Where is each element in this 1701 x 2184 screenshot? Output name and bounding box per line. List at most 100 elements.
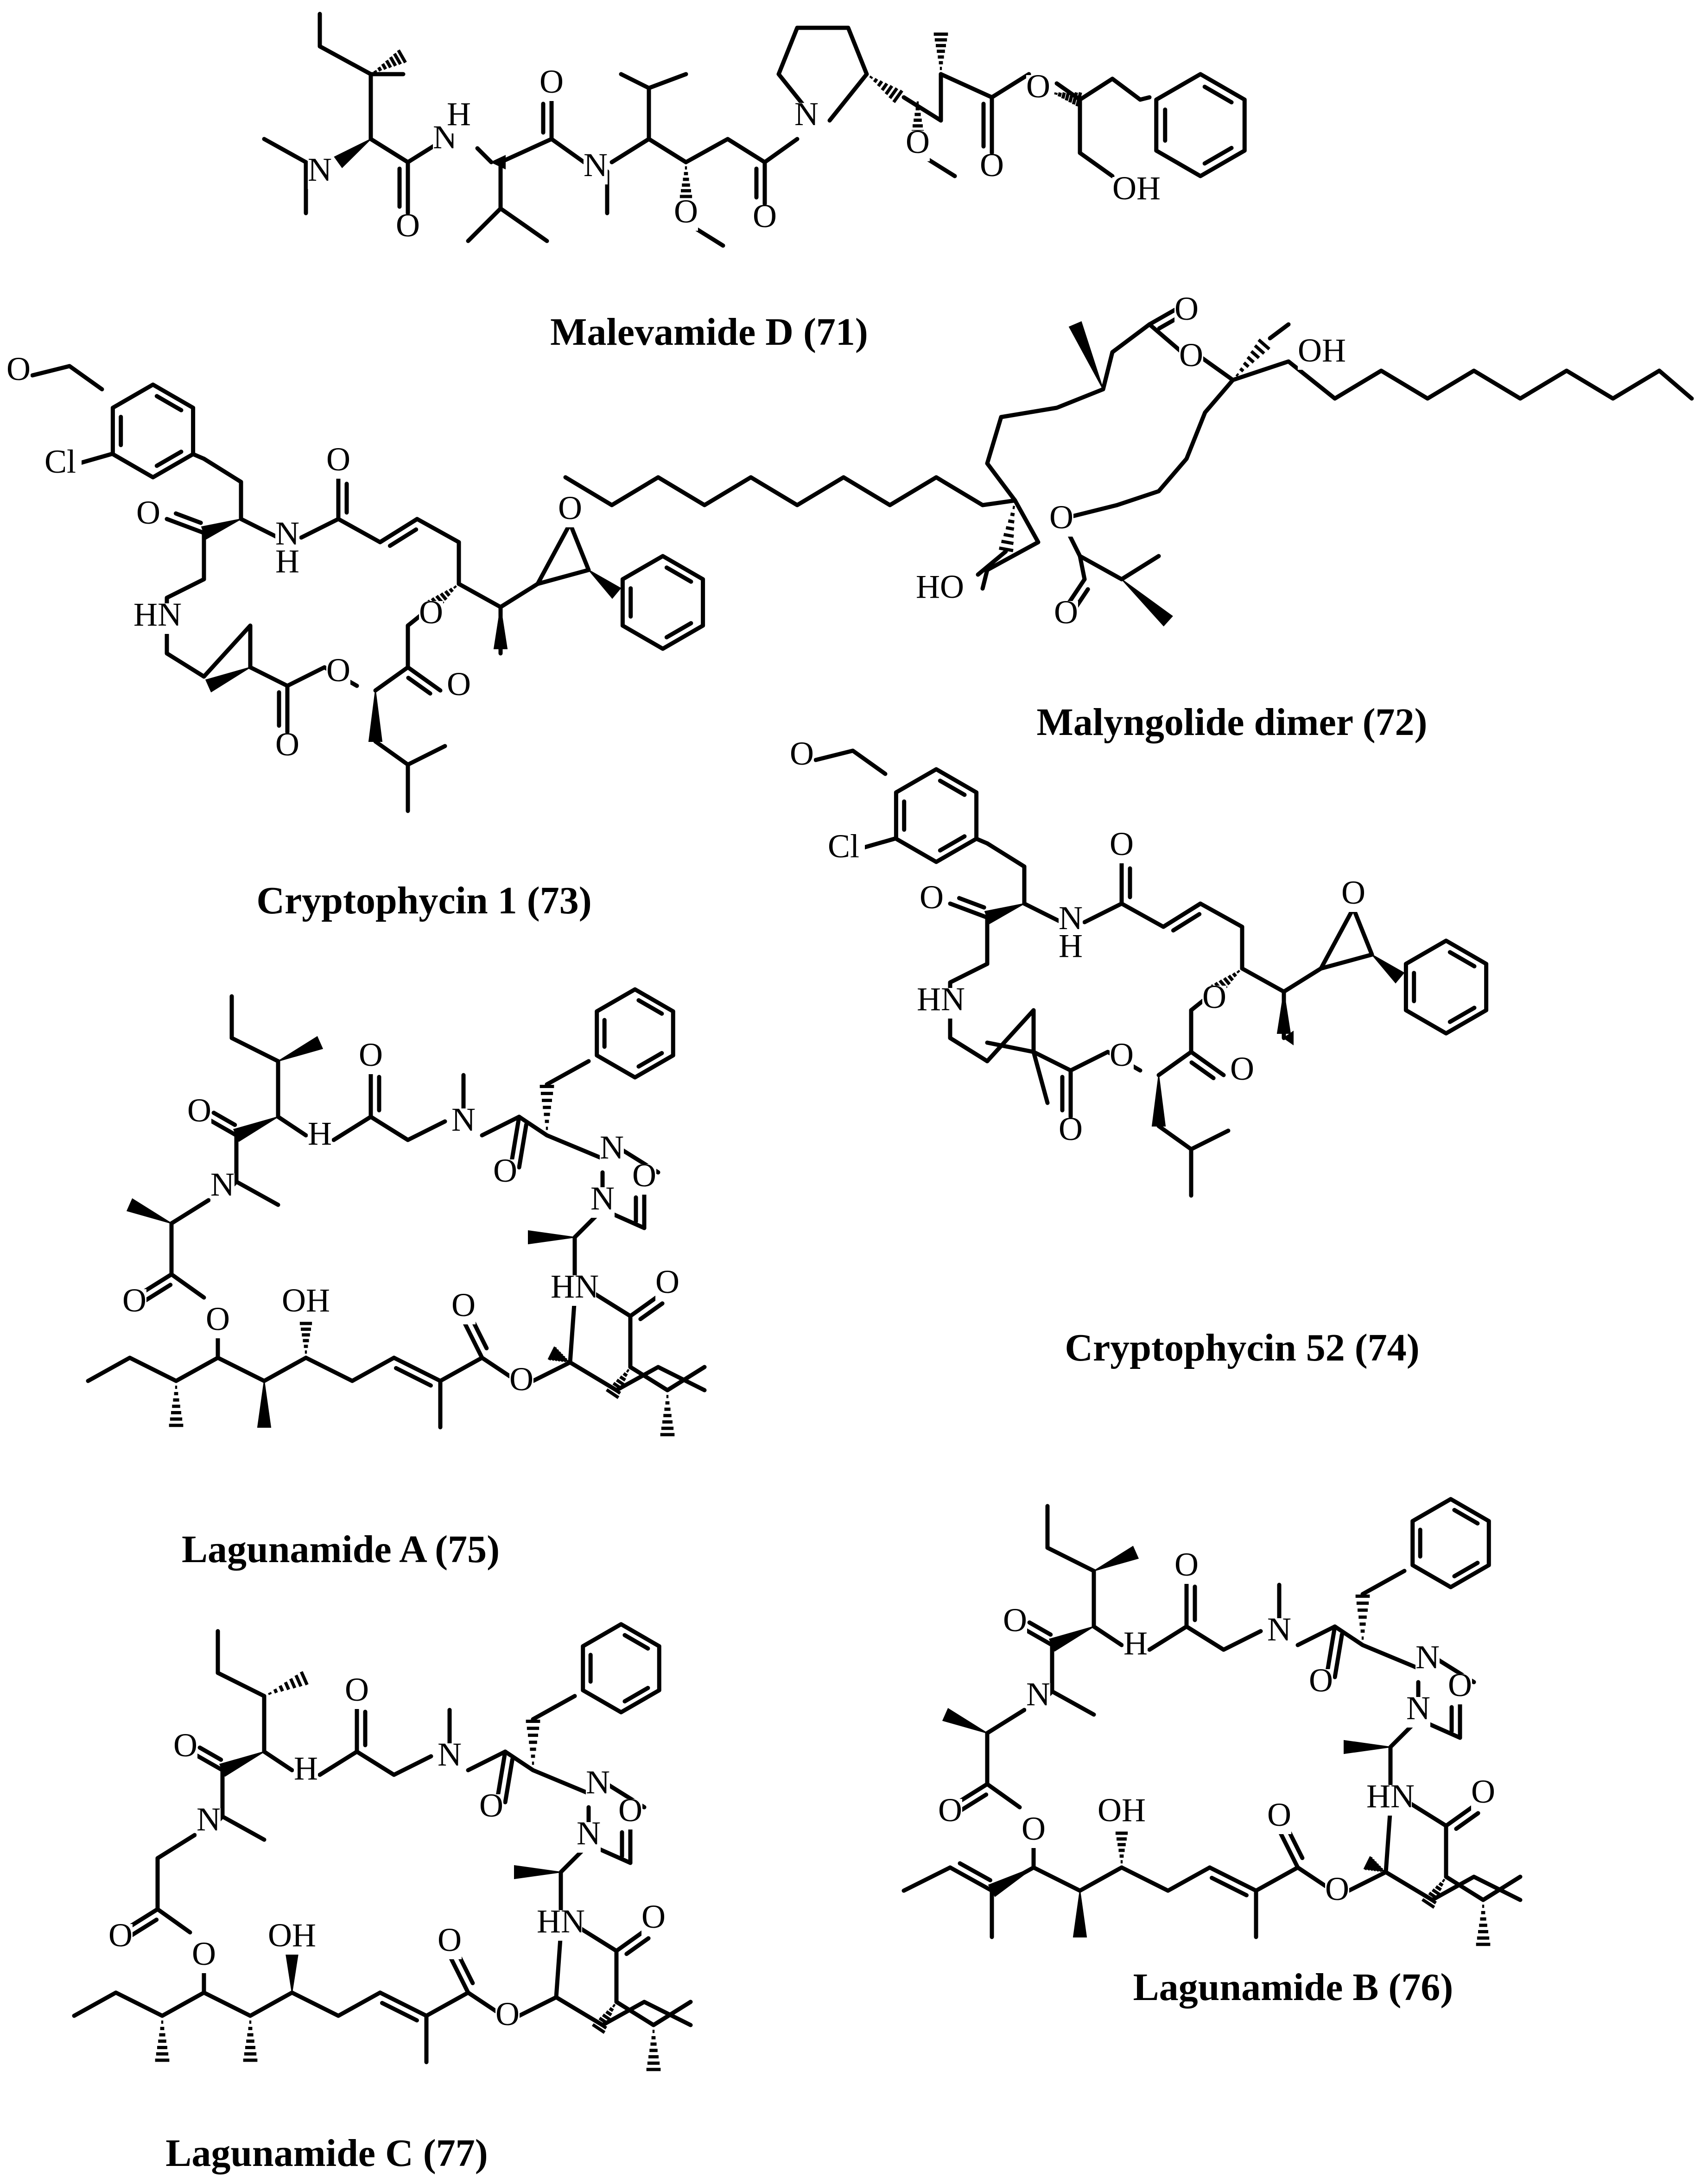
atom-label: O xyxy=(1174,290,1199,327)
atom-label: O xyxy=(1049,499,1073,536)
atom-label: HN xyxy=(537,1903,585,1940)
atom-label: H xyxy=(294,1750,318,1787)
atom-label: O xyxy=(558,489,582,526)
atom-label: N xyxy=(1406,1690,1430,1727)
atom-label: Cl xyxy=(828,828,859,865)
atom-label: H xyxy=(447,95,471,133)
atom-label: O xyxy=(1230,1050,1254,1087)
atom-label: O xyxy=(674,193,698,230)
atom-label: O xyxy=(539,63,564,100)
atom-label: N xyxy=(438,1736,462,1773)
atom-label: HN xyxy=(133,596,182,633)
atom-label: O xyxy=(479,1787,503,1824)
caption-cryptophycin-52: Cryptophycin 52 (74) xyxy=(1065,1326,1420,1369)
atom-label: O xyxy=(1471,1773,1495,1810)
caption-lagunamide-b: Lagunamide B (76) xyxy=(1133,1966,1453,2009)
atom-label: O xyxy=(173,1727,197,1764)
atom-label: O xyxy=(108,1917,133,1954)
atom-label: OH xyxy=(1298,332,1346,369)
atom-label: O xyxy=(206,1300,230,1337)
atom-label: O xyxy=(275,726,299,763)
atom-label: N xyxy=(794,95,819,133)
atom-label: HN xyxy=(1366,1778,1415,1815)
atom-label: O xyxy=(419,594,443,631)
caption-lagunamide-a: Lagunamide A (75) xyxy=(181,1528,500,1571)
atom-label: O xyxy=(187,1092,211,1129)
atom-label: O xyxy=(359,1036,383,1073)
atom-label: O xyxy=(938,1792,962,1829)
atom-label: HN xyxy=(551,1268,599,1305)
atom-label: Cl xyxy=(44,443,76,480)
atom-label: O xyxy=(1026,68,1050,105)
atom-label: O xyxy=(495,1995,520,2032)
atom-label: O xyxy=(920,879,944,916)
atom-label: O xyxy=(641,1898,666,1935)
atom-label: O xyxy=(1174,1546,1199,1583)
atom-label: HN xyxy=(917,981,965,1018)
atom-label: N xyxy=(275,515,299,552)
atom-label: O xyxy=(1022,1810,1046,1847)
atom-label: O xyxy=(136,494,160,531)
atom-label: O xyxy=(192,1935,216,1972)
atom-label: O xyxy=(6,350,31,387)
atom-label: O xyxy=(1309,1662,1333,1699)
atom-label: N xyxy=(1026,1676,1050,1713)
atom-label: N xyxy=(197,1801,221,1838)
atom-label: OH xyxy=(1098,1792,1146,1829)
atom-label: H xyxy=(275,543,299,580)
atom-label: O xyxy=(1325,1870,1349,1907)
atom-label: O xyxy=(451,1286,476,1323)
atom-label: O xyxy=(980,146,1004,184)
atom-label: O xyxy=(1003,1602,1027,1639)
atom-label: O xyxy=(1179,336,1203,373)
atom-label: O xyxy=(1267,1796,1291,1833)
atom-label: O xyxy=(1448,1666,1472,1703)
atom-label: O xyxy=(906,123,930,160)
atom-label: O xyxy=(790,735,814,772)
atom-label: N xyxy=(308,151,332,188)
atom-label: O xyxy=(1059,1110,1083,1147)
atom-label: O xyxy=(326,441,350,478)
atom-label: O xyxy=(618,1792,642,1829)
caption-malevamide-d: Malevamide D (71) xyxy=(550,310,868,354)
caption-lagunamide-c: Lagunamide C (77) xyxy=(165,2132,488,2175)
atom-label: O xyxy=(632,1157,656,1194)
atom-label: N xyxy=(586,1764,610,1801)
atom-label: O xyxy=(1341,874,1365,911)
atom-label: N xyxy=(1059,899,1083,937)
atom-label: N xyxy=(584,146,608,184)
atom-label: O xyxy=(1110,1036,1134,1073)
atom-label: O xyxy=(345,1671,369,1708)
atom-label: H xyxy=(1059,927,1083,964)
atom-label: H xyxy=(308,1115,332,1152)
atom-label: H xyxy=(1123,1625,1148,1662)
atom-label: OH xyxy=(1112,170,1161,207)
atom-label: O xyxy=(753,197,777,234)
atom-label: O xyxy=(1054,594,1078,631)
atom-label: O xyxy=(1202,978,1226,1015)
atom-label: N xyxy=(600,1129,624,1166)
atom-label: N xyxy=(451,1101,476,1138)
atom-label: O xyxy=(509,1361,533,1398)
atom-label: O xyxy=(438,1921,462,1958)
atom-label: O xyxy=(396,207,420,244)
atom-label: N xyxy=(1267,1611,1291,1648)
caption-cryptophycin-1: Cryptophycin 1 (73) xyxy=(256,879,592,922)
atom-label: O xyxy=(326,652,350,689)
atom-label: O xyxy=(493,1152,517,1189)
atom-label: O xyxy=(447,665,471,703)
atom-label: OH xyxy=(268,1917,316,1954)
atom-label: OH xyxy=(282,1282,330,1319)
atom-label: O xyxy=(1110,825,1134,862)
atom-label: HO xyxy=(916,568,964,605)
atom-label: N xyxy=(577,1815,601,1852)
atom-label: N xyxy=(210,1166,235,1203)
atom-label: O xyxy=(655,1263,679,1300)
